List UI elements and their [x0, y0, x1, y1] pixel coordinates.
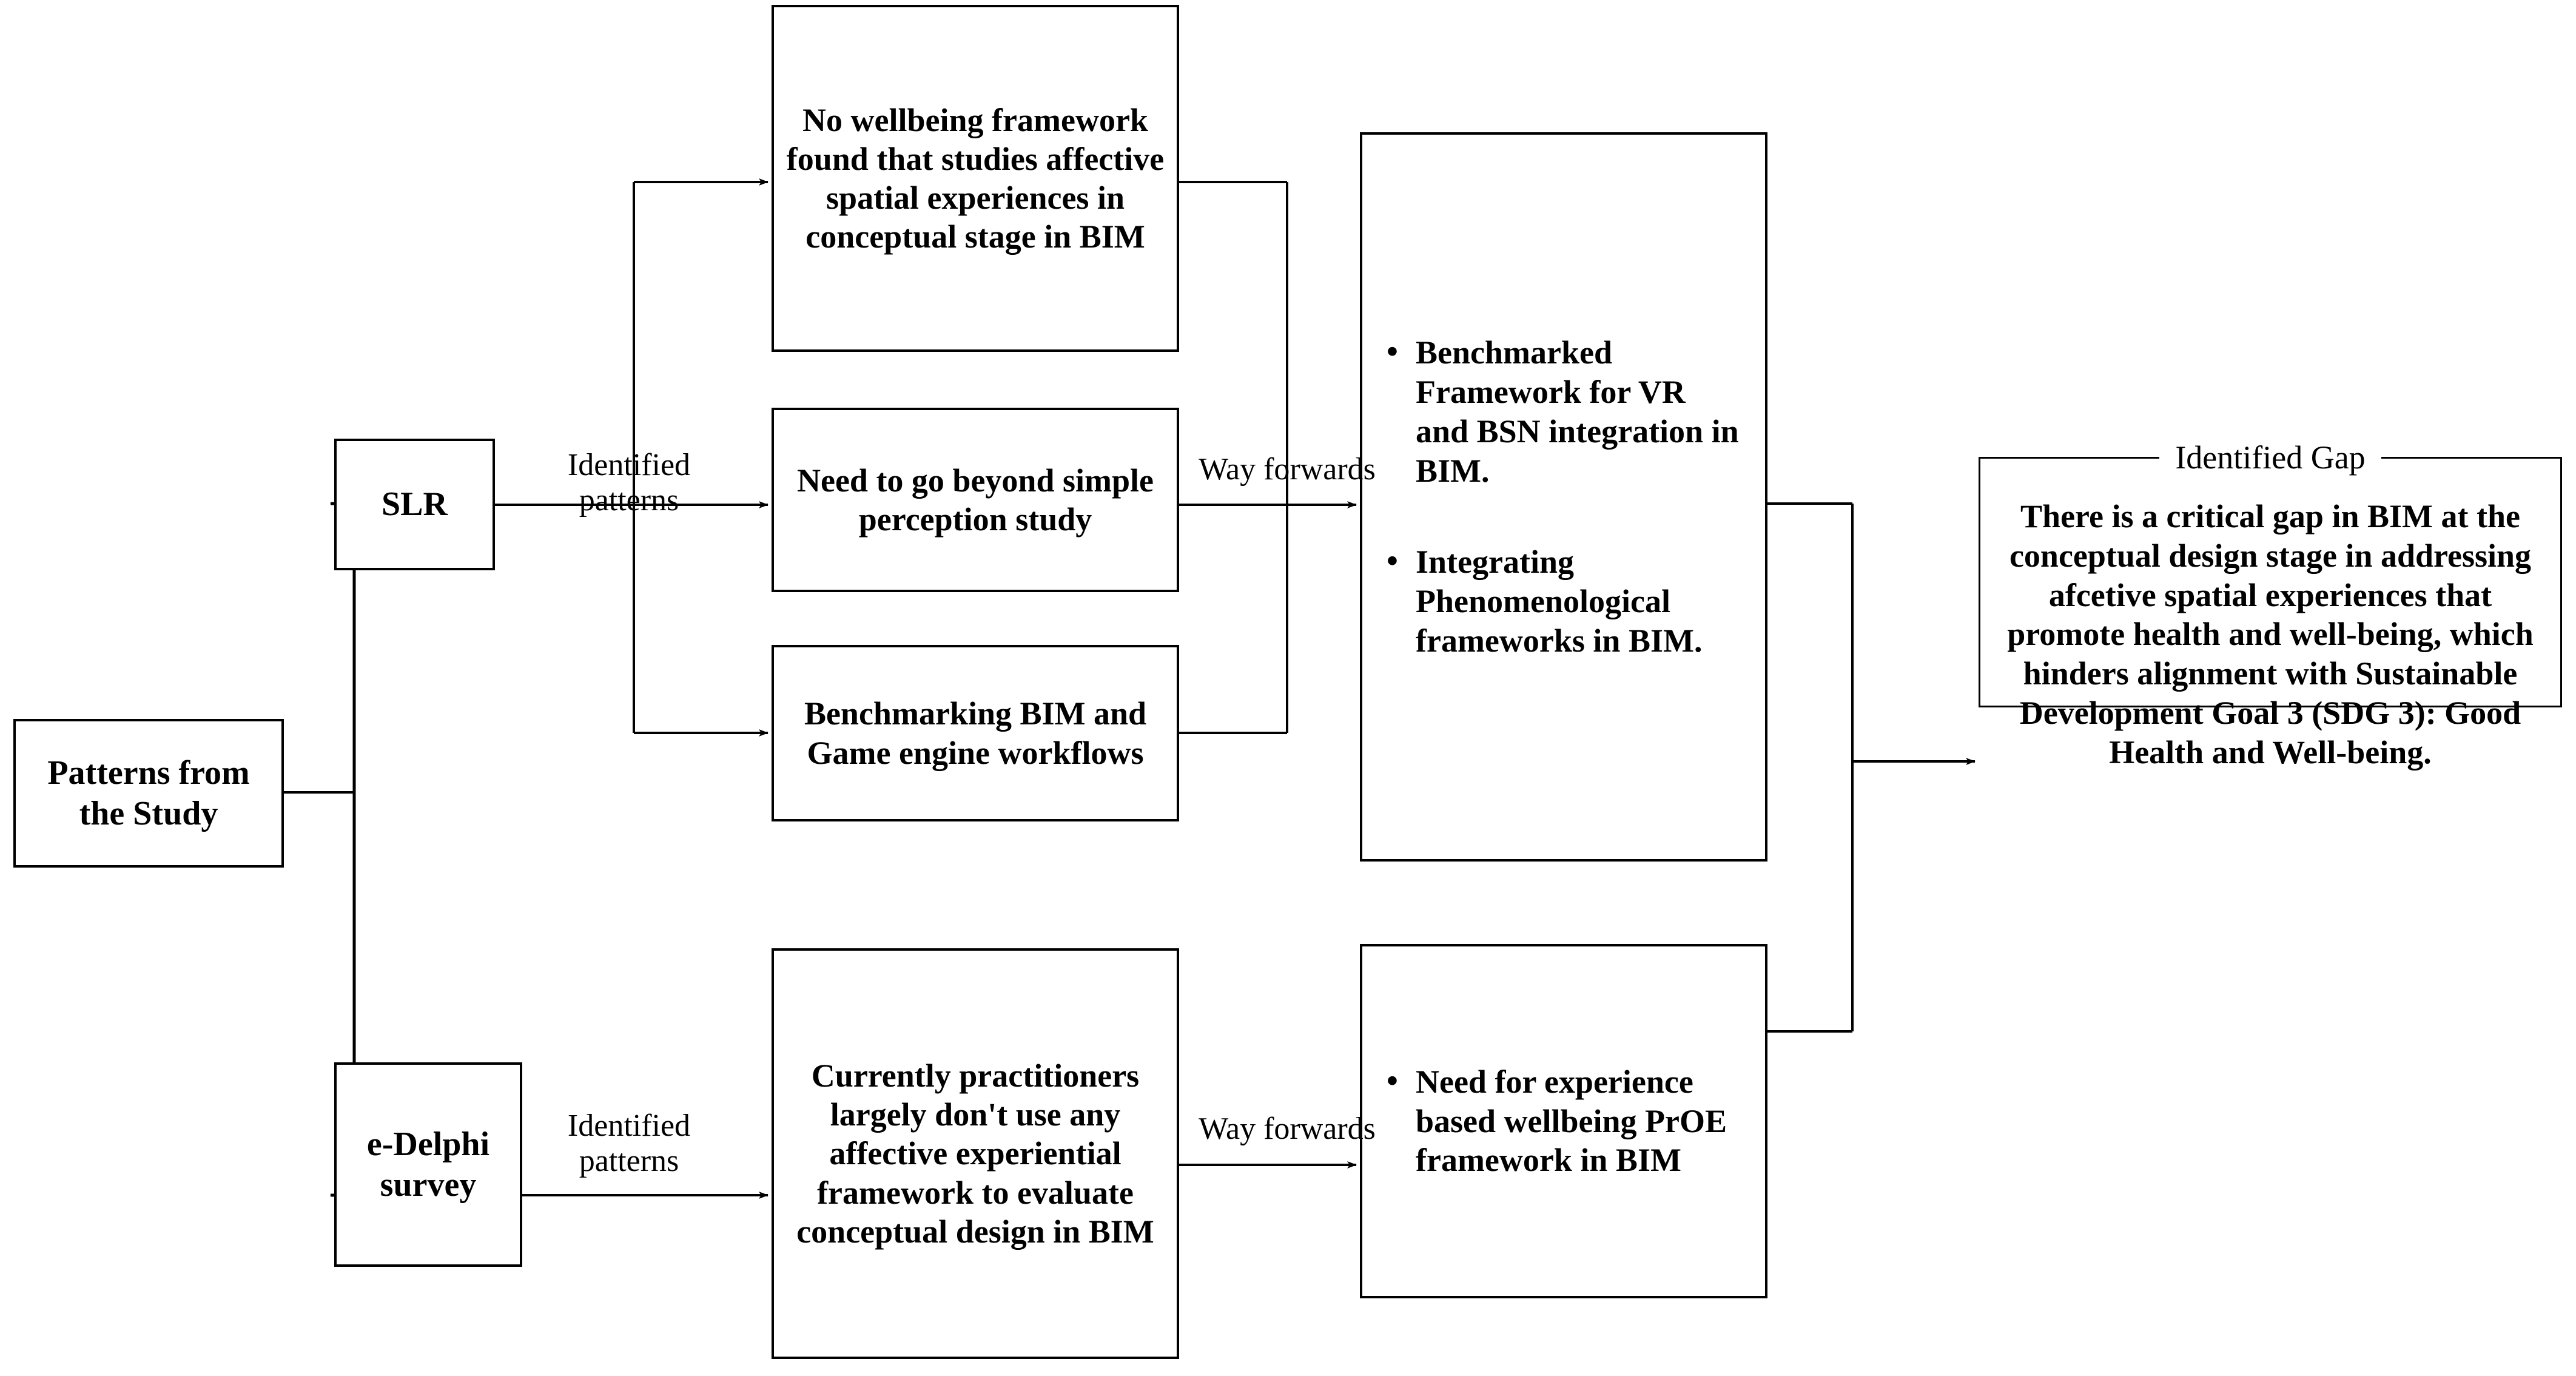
delphi-way-forwards-list: Need for experience based wellbeing PrOE…	[1380, 1061, 1744, 1180]
edge-label-way-forwards-delphi: Way forwards	[1199, 1111, 1376, 1146]
node-delphi-finding-1-label: Currently practitioners largely don't us…	[796, 1057, 1154, 1250]
list-item: Benchmarked Framework for VR and BSN int…	[1387, 332, 1744, 490]
node-slr-finding-3-label: Benchmarking BIM and Game engine workflo…	[804, 695, 1147, 771]
list-item: Integrating Phenomenological frameworks …	[1387, 541, 1744, 660]
edge-label-identified-patterns-slr: Identified patterns	[567, 448, 691, 518]
node-delphi-way-forwards[interactable]: Need for experience based wellbeing PrOE…	[1360, 944, 1767, 1298]
edge-label-identified-patterns-delphi: Identified patterns	[567, 1108, 691, 1179]
node-patterns-from-study[interactable]: Patterns from the Study	[13, 719, 284, 868]
node-slr-label: SLR	[382, 485, 448, 524]
node-slr[interactable]: SLR	[334, 439, 495, 570]
identified-gap-legend: Identified Gap	[2175, 439, 2366, 476]
edge-label-way-forwards-slr: Way forwards	[1199, 452, 1376, 487]
list-item: Need for experience based wellbeing PrOE…	[1387, 1061, 1744, 1180]
slr-way-forwards-list: Benchmarked Framework for VR and BSN int…	[1380, 332, 1744, 661]
node-slr-finding-2-label: Need to go beyond simple perception stud…	[796, 462, 1154, 538]
node-identified-gap[interactable]: Identified Gap There is a critical gap i…	[1979, 439, 2562, 771]
node-edelphi-survey[interactable]: e-Delphi survey	[334, 1062, 522, 1267]
node-slr-finding-no-wellbeing-framework[interactable]: No wellbeing framework found that studie…	[772, 5, 1179, 352]
node-slr-finding-1-label: No wellbeing framework found that studie…	[786, 101, 1165, 255]
node-slr-finding-benchmarking-workflows[interactable]: Benchmarking BIM and Game engine workflo…	[772, 645, 1179, 821]
node-slr-way-forwards[interactable]: Benchmarked Framework for VR and BSN int…	[1360, 132, 1767, 862]
node-slr-finding-beyond-perception[interactable]: Need to go beyond simple perception stud…	[772, 408, 1179, 592]
node-patterns-label: Patterns from the Study	[47, 754, 250, 832]
node-delphi-finding-no-affective-framework[interactable]: Currently practitioners largely don't us…	[772, 948, 1179, 1359]
identified-gap-body: There is a critical gap in BIM at the co…	[2007, 498, 2534, 771]
node-edelphi-label: e-Delphi survey	[366, 1125, 490, 1204]
